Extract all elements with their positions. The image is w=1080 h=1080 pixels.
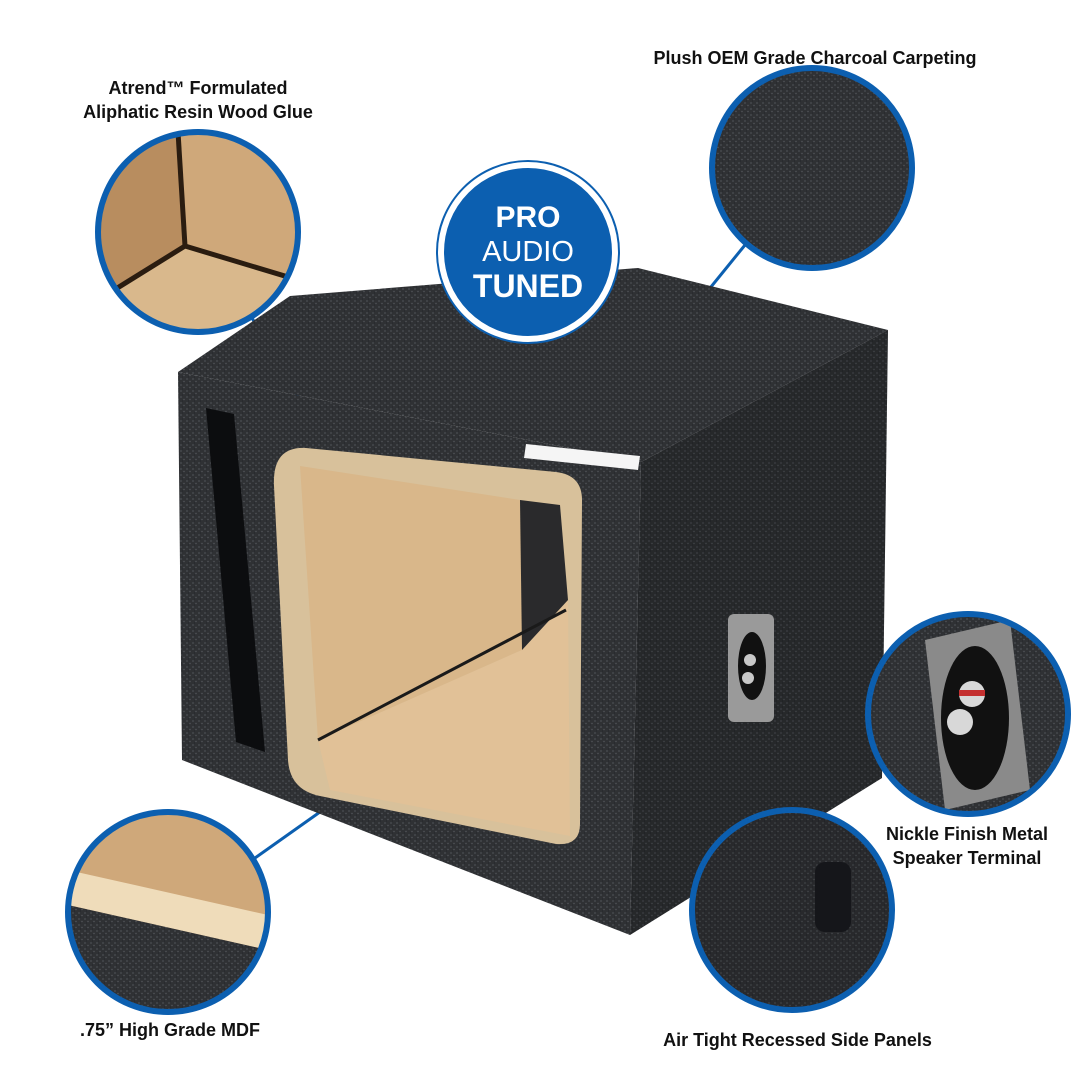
glue-label-line-2: Aliphatic Resin Wood Glue [83,102,313,122]
badge-line-1: PRO [495,201,561,234]
wood-glue-closeup-icon [95,129,301,335]
speaker-terminal-closeup-icon [865,611,1071,817]
badge-line-3: TUNED [472,268,584,304]
badge-line-2: AUDIO [482,236,574,268]
glue-label-line-1: Atrend™ Formulated [108,78,288,98]
terminal-label: Nickle Finish Metal Speaker Terminal [862,822,1072,870]
pro-audio-tuned-badge: PRO AUDIO TUNED [438,162,618,342]
carpet-label-line-1: Plush OEM Grade Charcoal Carpeting [653,48,977,68]
terminal-cup [728,614,774,722]
side-panels-label: Air Tight Recessed Side Panels [625,1028,970,1052]
port-slot [206,408,265,752]
terminal-label-line-1: Nickle Finish Metal [885,824,1049,844]
side-panel-closeup-icon [689,807,895,1013]
terminal-label-line-2: Speaker Terminal [892,848,1042,868]
carpet-label: Plush OEM Grade Charcoal Carpeting [620,46,1010,70]
glue-label: Atrend™ Formulated Aliphatic Resin Wood … [58,76,338,124]
subwoofer-box [178,268,888,935]
brand-sticker [524,444,640,470]
mdf-label: .75” High Grade MDF [40,1018,300,1042]
mdf-edge-closeup-icon [65,809,271,1015]
carpet-closeup-icon [709,65,915,271]
side-panels-label-line-1: Air Tight Recessed Side Panels [663,1030,932,1050]
mdf-label-line-1: .75” High Grade MDF [79,1020,261,1040]
box-top [178,268,888,462]
